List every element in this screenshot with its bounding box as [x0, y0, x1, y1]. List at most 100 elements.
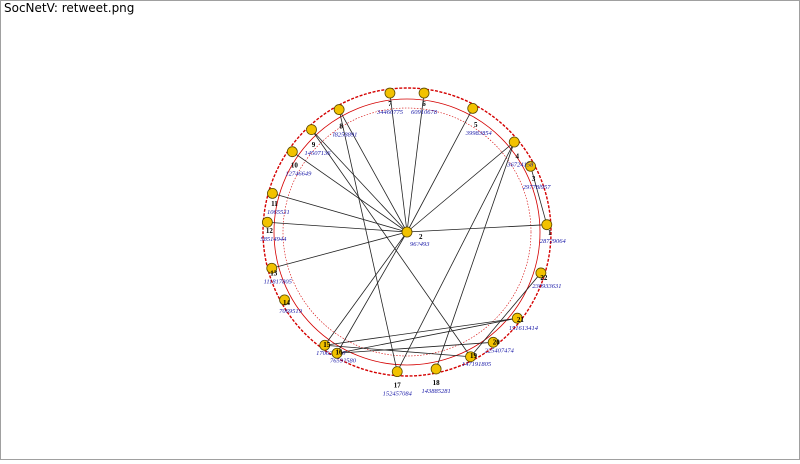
node-7-marker[interactable]: [384, 87, 396, 99]
node-19-number: 19: [470, 352, 478, 360]
edge-17-4: [396, 141, 515, 372]
edge-16-21: [336, 317, 518, 354]
node-3-marker[interactable]: [525, 160, 537, 172]
node-1-number: 1: [548, 229, 552, 237]
node-10-marker[interactable]: [286, 146, 298, 158]
edge-8-17: [338, 109, 398, 372]
node-14-label: 7069519: [279, 308, 303, 315]
edge-2-13: [271, 231, 408, 269]
node-15-number: 15: [323, 341, 331, 349]
node-13-label: 111817805: [264, 279, 293, 286]
window-title: SocNetV: retweet.png: [4, 1, 135, 15]
edges: [267, 92, 548, 372]
node-8-marker[interactable]: [333, 104, 345, 115]
node-6-marker[interactable]: [418, 87, 430, 99]
node-13-number: 13: [270, 270, 278, 278]
edge-16-20: [336, 341, 494, 354]
node-19-marker[interactable]: [465, 351, 476, 363]
node-15-marker[interactable]: [319, 339, 331, 351]
node-16-marker[interactable]: [331, 347, 343, 359]
edge-2-6: [406, 92, 425, 233]
node-22-number: 22: [540, 274, 548, 282]
node-3-number: 3: [532, 175, 536, 183]
edge-2-16: [336, 231, 408, 354]
node-16-number: 16: [336, 349, 344, 357]
node-21-number: 21: [517, 316, 525, 324]
node-18-number: 18: [433, 379, 441, 387]
edge-15-21: [324, 317, 518, 346]
node-17-marker[interactable]: [391, 366, 403, 378]
node-2[interactable]: 296?493: [401, 226, 430, 248]
node-12-marker[interactable]: [261, 216, 273, 228]
title-bar: SocNetV: retweet.png: [1, 1, 799, 17]
outer-layout-circle: [262, 87, 552, 377]
node-2-number: 2: [419, 233, 423, 241]
node-1-marker[interactable]: [541, 219, 553, 231]
node-10-label: 12746649: [285, 170, 312, 177]
node-11-label: 1065531: [267, 209, 290, 216]
node-12-number: 12: [266, 227, 274, 235]
edge-15-19: [324, 344, 471, 358]
node-5-marker[interactable]: [467, 102, 479, 114]
node-4-marker[interactable]: [508, 136, 520, 148]
node-2-marker[interactable]: [401, 226, 413, 238]
node-21-marker[interactable]: [511, 312, 523, 324]
node-17-number: 17: [394, 382, 402, 390]
node-13-marker[interactable]: [266, 262, 278, 274]
node-5-number: 5: [474, 121, 478, 129]
node-19-label: 147191805: [462, 361, 492, 368]
inner-layout-circle: [282, 107, 532, 357]
node-18-marker[interactable]: [430, 363, 442, 375]
edge-2-15: [324, 231, 408, 346]
node-9-marker[interactable]: [306, 124, 317, 136]
edge-2-9: [311, 129, 408, 233]
node-16-label: 7659?580: [330, 358, 357, 365]
edge-2-7: [389, 92, 408, 233]
node-14-marker[interactable]: [279, 294, 290, 306]
node-1-label: 28729064: [540, 238, 567, 245]
edge-2-4: [406, 141, 515, 233]
node-10-number: 10: [291, 161, 299, 169]
node-6-number: 6: [422, 100, 426, 108]
node-9-label: 14507136: [305, 150, 332, 157]
node-5-label: 39983854: [465, 130, 493, 137]
node-20-marker[interactable]: [487, 336, 499, 348]
node-8-number: 8: [339, 122, 343, 130]
edge-3-1: [530, 166, 548, 225]
edge-2-10: [292, 151, 408, 233]
node-2-label: 96?493: [410, 241, 430, 248]
node-20-label: 225407474: [485, 347, 515, 354]
node-22-marker[interactable]: [535, 267, 547, 279]
node-18-label: 143885281: [421, 388, 450, 395]
node-8-label: l8258891: [333, 131, 358, 138]
node-11-number: 11: [271, 200, 278, 208]
node-11-marker[interactable]: [267, 188, 278, 199]
node-17-label: 152457084: [383, 391, 413, 398]
node-14-number: 14: [283, 299, 291, 307]
edge-19-22: [470, 272, 542, 357]
